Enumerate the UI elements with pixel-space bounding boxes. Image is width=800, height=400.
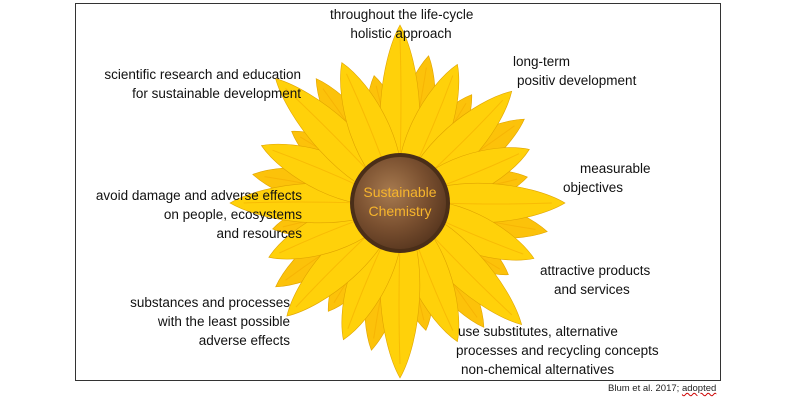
- petal-crease: [295, 230, 373, 308]
- petal-crease: [427, 99, 504, 176]
- petal-crease: [243, 201, 361, 204]
- label-top-right: long-term positiv development: [513, 52, 636, 90]
- label-right-line2: objectives: [563, 180, 624, 195]
- label-bottom-left: substances and processes with the least …: [125, 293, 290, 350]
- citation-text: Blum et al. 2017;: [608, 383, 682, 394]
- label-top: throughout the life-cycle holistic appro…: [330, 5, 474, 43]
- label-top-right-line1: long-term: [513, 54, 571, 69]
- label-top-left: scientific research and education for su…: [92, 65, 301, 103]
- label-bottom-left-line1: substances and processes: [130, 295, 290, 310]
- label-lower-right-line2: and services: [554, 282, 630, 297]
- label-lower-right: attractive products and services: [540, 261, 650, 299]
- label-bottom-right: use substitutes, alternative processes a…: [456, 322, 659, 379]
- label-top-left-line2: for sustainable development: [132, 86, 301, 101]
- label-right-line1: measurable: [580, 161, 651, 176]
- label-bottom-right-line1: use substitutes, alternative: [458, 324, 618, 339]
- label-bottom-left-line3: adverse effects: [198, 333, 290, 348]
- label-bottom-right-line3: non-chemical alternatives: [461, 362, 615, 377]
- petal-crease: [439, 202, 552, 205]
- petal-crease: [346, 73, 386, 167]
- label-top-line1: throughout the life-cycle: [330, 7, 474, 22]
- label-top-left-line1: scientific research and education: [104, 67, 301, 82]
- label-top-line2: holistic approach: [350, 26, 452, 41]
- petal-crease: [399, 39, 402, 164]
- petal-crease: [427, 230, 513, 316]
- petal-crease: [285, 88, 373, 176]
- label-right: measurable objectives: [563, 159, 651, 197]
- label-lower-right-line1: attractive products: [540, 263, 651, 278]
- citation: Blum et al. 2017; adopted: [608, 383, 716, 394]
- center-title-line2: Chemistry: [368, 203, 432, 219]
- label-bottom-right-line2: processes and recycling concepts: [456, 343, 659, 358]
- label-bottom-left-line2: with the least possible: [157, 314, 290, 329]
- label-left-line3: and resources: [216, 226, 302, 241]
- flower-center-disc: [354, 157, 446, 249]
- label-top-right-line2: positiv development: [517, 73, 637, 88]
- label-left-line2: on people, ecosystems: [163, 207, 302, 222]
- label-left: avoid damage and adverse effects on peop…: [90, 186, 302, 243]
- center-title-line1: Sustainable: [363, 184, 437, 200]
- citation-adopted: adopted: [681, 383, 717, 394]
- label-left-line1: avoid damage and adverse effects: [95, 188, 302, 203]
- center-title: Sustainable Chemistry: [355, 183, 445, 221]
- petal-crease: [398, 242, 401, 365]
